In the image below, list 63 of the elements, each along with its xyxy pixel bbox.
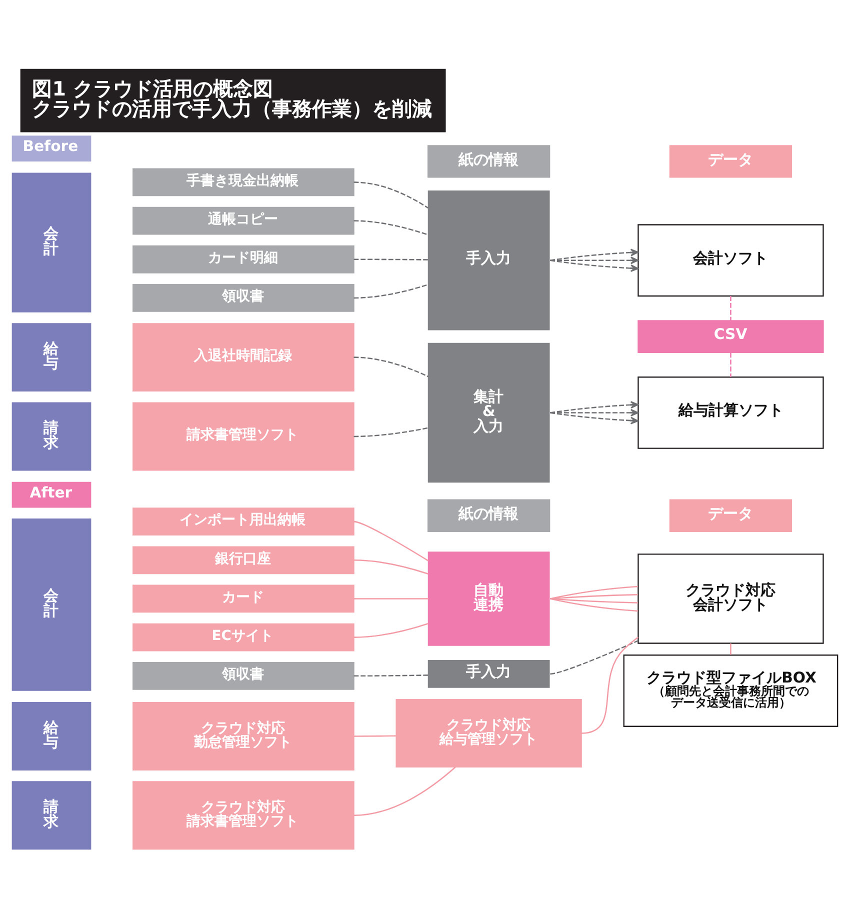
connector	[550, 640, 638, 674]
legend-label: データ	[708, 505, 753, 522]
legend-label: 紙の情報	[458, 150, 519, 168]
diagram-title: 図1 クラウド活用の概念図クラウドの活用で手入力（事務作業）を削減	[32, 77, 432, 120]
node-box: 自動連携	[428, 551, 550, 646]
node-box: カード明細	[132, 244, 354, 273]
connector	[354, 598, 428, 599]
arrow	[550, 259, 639, 272]
node-box: 手入力	[428, 659, 550, 688]
node-box: 入退社時間記録	[132, 322, 354, 392]
connector	[354, 181, 428, 208]
node-box: クラウド対応勤怠管理ソフト	[132, 702, 354, 770]
arrow	[550, 408, 639, 416]
node-box: 会計	[12, 518, 92, 690]
node-box: クラウド対応給与管理ソフト	[396, 698, 582, 768]
connector	[730, 296, 732, 320]
node-box: 領収書	[132, 284, 354, 312]
arrow	[550, 256, 639, 264]
node-box: 請求	[12, 780, 92, 850]
connector	[354, 674, 428, 676]
connector	[354, 559, 428, 574]
node-box: カード	[132, 584, 354, 612]
node-box: 会計	[12, 172, 92, 312]
node-box: 給与	[12, 322, 92, 392]
node-box: 請求	[12, 402, 92, 470]
connector	[354, 220, 428, 235]
connector	[550, 585, 638, 599]
connector	[550, 598, 638, 612]
arrow	[550, 400, 639, 413]
node-box: 請求書管理ソフト	[132, 402, 354, 470]
node-box: インポート用出納帳	[132, 507, 354, 535]
connector	[730, 642, 732, 654]
node-box: クラウド対応請求書管理ソフト	[132, 780, 354, 850]
connector	[354, 622, 428, 638]
node-box: 領収書	[132, 661, 354, 690]
connector	[354, 426, 428, 437]
node-box: Before	[12, 135, 92, 162]
node-box: 集計 & 入力	[428, 342, 550, 482]
node-box: After	[12, 481, 92, 508]
connector	[354, 520, 429, 561]
node-box: ECサイト	[132, 622, 354, 651]
node-box: クラウド型ファイルBOX （顧問先と会計事務所間でのデータ送受信に活用）	[623, 654, 838, 726]
connector	[730, 352, 732, 377]
connector	[354, 283, 429, 298]
legend-label: データ	[708, 150, 753, 168]
connector	[354, 356, 428, 377]
node-box: 会計ソフト	[638, 224, 824, 296]
connector	[354, 734, 396, 736]
node-box: 給与	[12, 702, 92, 770]
node-box: 銀行口座	[132, 546, 354, 574]
node-box: 手書き現金出納帳	[132, 168, 354, 196]
connector	[354, 766, 456, 816]
node-box: 通帳コピー	[132, 206, 354, 234]
connector	[354, 258, 428, 260]
node-box: 手入力	[428, 190, 550, 330]
arrow	[550, 248, 639, 260]
legend-label: 紙の情報	[458, 505, 519, 522]
arrow	[550, 412, 639, 424]
connector	[581, 636, 638, 734]
node-box: 給与計算ソフト	[638, 376, 824, 448]
node-box: CSV	[638, 320, 824, 352]
connector	[550, 598, 638, 603]
node-box: クラウド対応会計ソフト	[638, 553, 824, 644]
